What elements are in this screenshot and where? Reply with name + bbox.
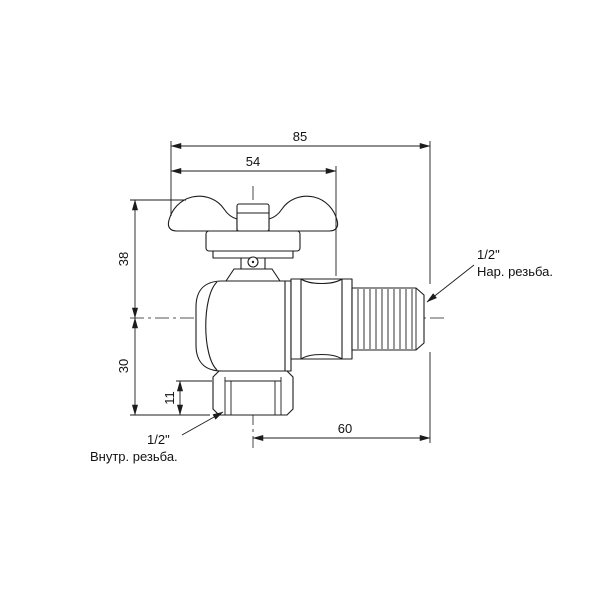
external-thread-label: 1/2" Нар. резьба. [426, 247, 553, 303]
dim-text-85: 85 [293, 129, 307, 144]
valve-body [167, 195, 425, 416]
external-thread-size: 1/2" [477, 247, 500, 262]
dim-side-length: 60 [252, 352, 431, 443]
male-thread-lines [357, 288, 417, 350]
dim-overall-width: 85 [170, 129, 431, 284]
stem-screw-center [251, 260, 255, 264]
dim-text-30: 30 [116, 359, 131, 373]
dim-text-60: 60 [338, 421, 352, 436]
dim-handle-width: 54 [170, 154, 337, 276]
main-body [195, 280, 292, 372]
dim-lower-height: 30 [116, 317, 210, 416]
handle-cap [236, 203, 270, 232]
handle-left-wing [167, 195, 238, 232]
dim-text-38: 38 [116, 252, 131, 266]
dim-text-54: 54 [246, 154, 260, 169]
handle-right-wing [268, 195, 339, 232]
dimensions: 85 54 38 30 11 60 [116, 129, 431, 443]
internal-thread-size: 1/2" [147, 432, 170, 447]
dim-thread-depth: 11 [162, 380, 212, 416]
external-thread-text: Нар. резьба. [477, 264, 553, 279]
union-nut-chamfer-top [300, 278, 343, 285]
internal-thread-text: Внутр. резьба. [90, 449, 178, 464]
female-connector [212, 370, 294, 416]
labels: 1/2" Нар. резьба. 1/2" Внутр. резьба. [90, 247, 553, 464]
female-thread-lines [224, 377, 282, 415]
dim-upper-height: 38 [116, 199, 186, 319]
union-nut [290, 278, 353, 360]
dim-text-11: 11 [162, 391, 177, 405]
bonnet-flange [205, 230, 301, 252]
internal-thread-label: 1/2" Внутр. резьба. [90, 411, 224, 464]
body-curve [205, 281, 218, 371]
neck [225, 268, 281, 282]
union-nut-chamfer-bottom [300, 353, 343, 360]
